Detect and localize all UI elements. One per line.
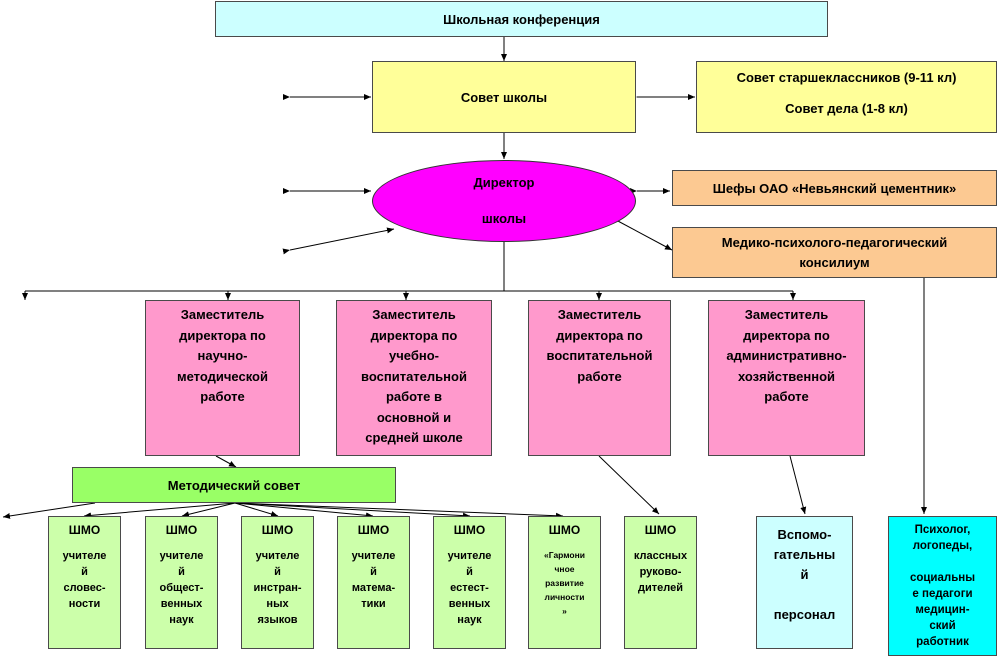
sponsors-box: Шефы ОАО «Невьянский цементник» (672, 170, 997, 206)
school-council-box: Совет школы (372, 61, 636, 133)
support-staff-label: Вспомо- гательны й персонал (773, 527, 836, 622)
consilium-box: Медико-психолого-педагогический консилиу… (672, 227, 997, 278)
shmo-sciences-box: ШМО учителе й естест- венных наук (433, 516, 506, 649)
school-conference-box: Школьная конференция (215, 1, 828, 37)
deputy-administrative-label: Заместитель директора по административно… (726, 307, 847, 404)
senior-council-box: Совет старшеклассников (9-11 кл) Совет д… (696, 61, 997, 133)
shmo-head: ШМО (453, 523, 486, 537)
director-node: Директор школы (372, 160, 636, 242)
shmo-body: учителе й матема- тики (351, 550, 396, 610)
arrow-director-consilium (608, 214, 673, 251)
shmo-head: ШМО (68, 523, 101, 537)
shmo-head: ШМО (644, 523, 677, 537)
senior-council-line1: Совет старшеклассников (9-11 кл) (736, 70, 957, 85)
deputy-administrative-box: Заместитель директора по административно… (708, 300, 865, 456)
shmo-body: учителе й инстран- ных языков (253, 550, 302, 626)
deeds-council-line2: Совет дела (1-8 кл) (785, 101, 908, 116)
sponsors-label: Шефы ОАО «Невьянский цементник» (712, 180, 957, 196)
deputy-upbringing-box: Заместитель директора по воспитательной … (528, 300, 671, 456)
arrow-council-shmo-3 (234, 502, 279, 517)
shmo-body: учителе й словес- ности (62, 550, 107, 610)
shmo-social-box: ШМО учителе й общест- венных наук (145, 516, 218, 649)
director-line1: Директор (473, 175, 535, 190)
shmo-head: ШМО (165, 523, 198, 537)
director-line2: школы (481, 211, 527, 226)
arrow-council-shmo-4 (234, 502, 374, 519)
school-council-label: Совет школы (460, 89, 548, 105)
shmo-body: классных руково- дителей (633, 550, 688, 594)
deputy-methodical-box: Заместитель директора по научно- методич… (145, 300, 300, 456)
arrow-council-shmo-6 (234, 502, 564, 519)
deputy-upbringing-label: Заместитель директора по воспитательной … (546, 307, 653, 384)
arrow-council-shmo-5 (234, 502, 471, 519)
shmo-class-teachers-box: ШМО классных руково- дителей (624, 516, 697, 649)
arrow-deputy1-council (215, 455, 237, 468)
shmo-languages-box: ШМО учителе й инстран- ных языков (241, 516, 314, 649)
school-conference-label: Школьная конференция (443, 11, 600, 27)
deputy-educational-box: Заместитель директора по учебно- воспита… (336, 300, 492, 456)
specialists-box: Психолог, логопеды, социальны е педагоги… (888, 516, 997, 656)
shmo-literature-box: ШМО учителе й словес- ности (48, 516, 121, 649)
methodical-council-box: Методический совет (72, 467, 396, 503)
specialists-label: Психолог, логопеды, социальны е педагоги… (909, 524, 976, 648)
arrow-council-shmo-left (2, 502, 96, 519)
deputy-methodical-label: Заместитель директора по научно- методич… (177, 307, 268, 404)
shmo-math-box: ШМО учителе й матема- тики (337, 516, 410, 649)
arrow-council-shmo-2 (181, 502, 236, 518)
shmo-body: «Гармони чное развитие личности » (544, 550, 585, 616)
shmo-body: учителе й естест- венных наук (447, 550, 492, 626)
consilium-label: Медико-психолого-педагогический консилиу… (721, 234, 948, 270)
support-staff-box: Вспомо- гательны й персонал (756, 516, 853, 649)
methodical-council-label: Методический совет (167, 477, 301, 493)
deputy-educational-label: Заместитель директора по учебно- воспита… (361, 307, 467, 445)
shmo-harmony-box: ШМО «Гармони чное развитие личности » (528, 516, 601, 649)
shmo-head: ШМО (261, 523, 294, 537)
arrow-director-left-2 (282, 227, 395, 255)
arrow-deputy4-staff (789, 455, 807, 515)
arrow-deputy3-shmo7 (598, 455, 660, 515)
shmo-head: ШМО (357, 523, 390, 537)
shmo-head: ШМО (548, 523, 581, 537)
arrow-council-shmo-1 (83, 502, 236, 519)
shmo-body: учителе й общест- венных наук (159, 550, 204, 626)
